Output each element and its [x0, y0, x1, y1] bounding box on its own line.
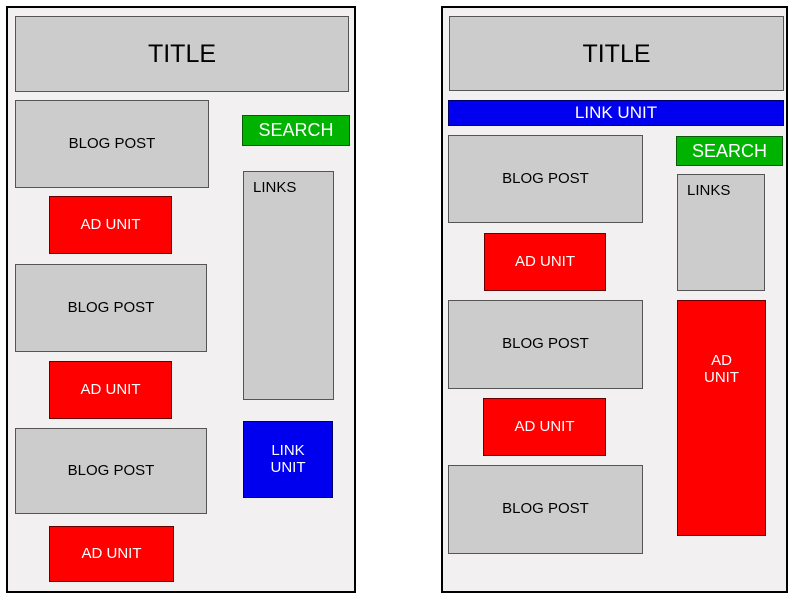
links-block: LINKS — [243, 171, 334, 400]
link-unit-banner-block: LINK UNIT — [448, 100, 784, 126]
title-block: TITLE — [15, 16, 349, 92]
links-block: LINKS — [677, 174, 765, 291]
blog-post-block-2: BLOG POST — [448, 300, 643, 389]
ad-unit-block-3: AD UNIT — [49, 526, 174, 582]
search-block: SEARCH — [242, 115, 350, 146]
layout-panel-layout-b: TITLE LINK UNIT BLOG POST AD UNIT BLOG POST A… — [441, 6, 788, 593]
title-block: TITLE — [449, 16, 784, 91]
ad-unit-block-2: AD UNIT — [49, 361, 172, 419]
blog-post-block-2: BLOG POST — [15, 264, 207, 352]
search-block: SEARCH — [676, 136, 783, 166]
blog-post-block-3: BLOG POST — [448, 465, 643, 554]
layout-panel-layout-a: TITLE BLOG POST AD UNIT BLOG POST AD UNIT BLO… — [6, 6, 356, 593]
ad-unit-block-1: AD UNIT — [484, 233, 606, 291]
blog-post-block-1: BLOG POST — [448, 135, 643, 223]
ad-unit-tall-block: AD UNIT — [677, 300, 766, 536]
ad-unit-block-1: AD UNIT — [49, 196, 172, 254]
blog-post-block-1: BLOG POST — [15, 100, 209, 188]
ad-unit-block-2: AD UNIT — [483, 398, 606, 456]
blog-post-block-3: BLOG POST — [15, 428, 207, 514]
link-unit-block: LINK UNIT — [243, 421, 333, 498]
